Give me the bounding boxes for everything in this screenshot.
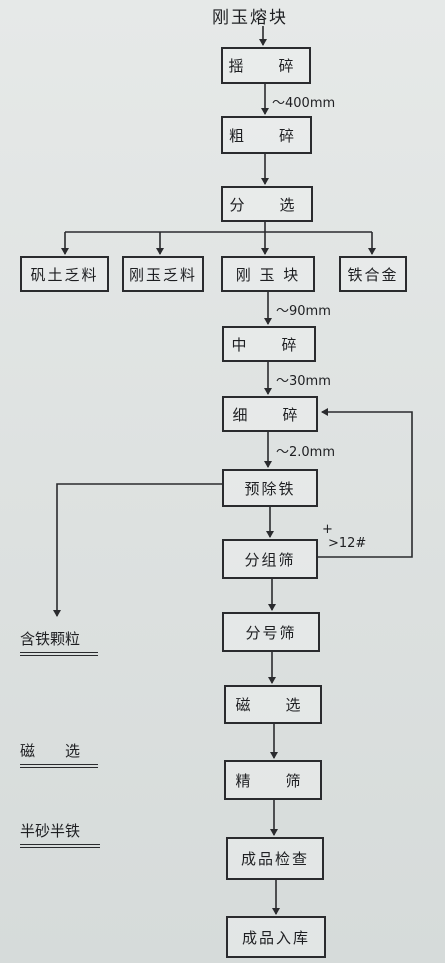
- step-crush: 揺 碎: [221, 47, 311, 84]
- side-magnetic-separation: 磁 选: [20, 740, 98, 768]
- loop-s7-back-to-s5: [318, 408, 413, 558]
- step-magnetic-separation: 磁 选: [224, 685, 322, 724]
- label-400mm: ～400mm: [272, 96, 336, 111]
- step-medium-crush: 中 碎: [222, 326, 316, 362]
- step-group-screen: 分组筛: [222, 539, 318, 579]
- side-iron-particles: 含铁颗粒: [20, 628, 98, 656]
- branch-ferroalloy: 铁合金: [339, 256, 407, 292]
- step-fine-crush: 细 碎: [222, 396, 318, 432]
- title-corundum-melt-block: 刚玉熔块: [212, 8, 288, 28]
- step-coarse-crush: 粗 碎: [221, 116, 312, 154]
- step-grade-screen: 分号筛: [222, 612, 320, 652]
- step-pre-iron-removal: 预除铁: [222, 469, 318, 507]
- step-product-storage: 成品入库: [226, 916, 326, 958]
- branch-corundum-block: 刚 玉 块: [221, 256, 315, 292]
- arrow-s6-to-iron-particles: [53, 483, 222, 617]
- branch-corundum-waste: 刚玉乏料: [122, 256, 204, 292]
- side-half-sand-half-iron: 半砂半铁: [20, 820, 100, 848]
- label-30mm: ～30mm: [276, 374, 331, 389]
- label-mesh-12: >12#: [328, 536, 367, 551]
- step-fine-screen: 精 筛: [224, 760, 322, 800]
- label-plus: +: [322, 522, 333, 537]
- label-90mm: ～90mm: [276, 304, 331, 319]
- branch-bauxite-waste: 矾土乏料: [20, 256, 109, 292]
- step-sorting: 分 选: [221, 186, 313, 222]
- step-product-inspection: 成品检查: [226, 837, 324, 880]
- label-2mm: ～2.0mm: [276, 445, 336, 460]
